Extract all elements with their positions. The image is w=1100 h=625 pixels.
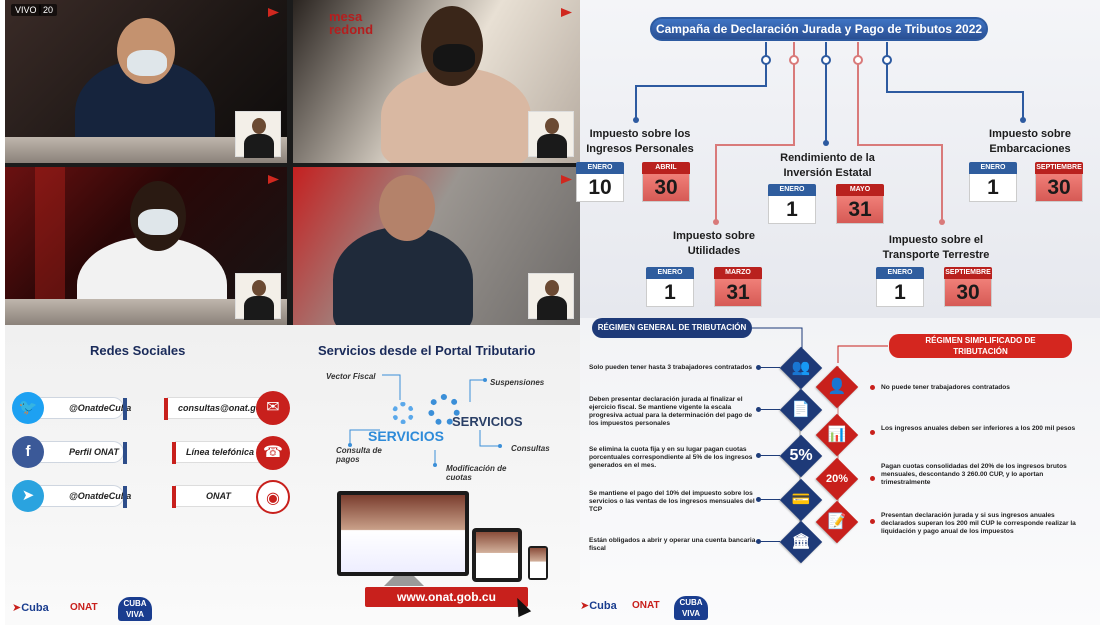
sign-language-interpreter	[528, 111, 574, 158]
general-regime-title: RÉGIMEN GENERAL DE TRIBUTACIÓN	[592, 318, 752, 338]
brand-cuba-right: ➤Cuba	[580, 600, 617, 612]
percent-icon: 5%	[789, 447, 813, 464]
video-tile-3[interactable]	[5, 167, 287, 325]
telegram-icon[interactable]: ➤	[12, 480, 44, 512]
portal-phone-preview	[528, 546, 548, 580]
services-title: Servicios desde el Portal Tributario	[318, 343, 536, 358]
face-mask	[138, 209, 178, 235]
brand-onat: ONAT	[70, 602, 98, 613]
simplified-item-3: Pagan cuotas consolidadas del 20% de los…	[881, 463, 1067, 486]
channel-logo-icon	[268, 8, 279, 17]
general-item-2: Deben presentar declaración jurada al fi…	[589, 396, 753, 427]
services-connectors	[348, 374, 502, 467]
simplified-item-1: No puede tener trabajadores contratados	[881, 384, 1010, 391]
general-item-3: Se elimina la cuota fija y en su lugar p…	[589, 446, 753, 469]
speaker-head	[379, 175, 435, 241]
video-tile-1[interactable]	[5, 0, 287, 163]
brand-onat-right: ONAT	[632, 600, 660, 611]
portal-tablet-preview	[472, 528, 522, 582]
services-word-small: SERVICIOS	[452, 414, 523, 429]
timeline-connectors	[633, 42, 1026, 225]
payment-icon: 💳	[791, 491, 811, 508]
social-item-twitter[interactable]: @OnatdeCuba	[30, 397, 131, 420]
contact-email[interactable]: consultas@onat.gob.cu	[164, 397, 280, 420]
declaration-icon: 📝	[827, 513, 847, 530]
channel-logo-icon	[561, 8, 572, 17]
service-consulta-pagos[interactable]: Consulta de pagos	[336, 446, 382, 464]
social-item-facebook[interactable]: Perfil ONAT	[30, 441, 127, 464]
view-count: 20	[39, 4, 58, 16]
face-mask	[127, 50, 167, 76]
twitter-icon[interactable]: 🐦	[12, 392, 44, 424]
video-tile-4[interactable]	[293, 167, 580, 325]
bank-icon: 🏛	[791, 533, 811, 550]
campaign-title: Campaña de Declaración Jurada y Pago de …	[650, 17, 988, 41]
social-title: Redes Sociales	[90, 343, 186, 358]
general-item-4: Se mantiene el pago del 10% del impuesto…	[589, 490, 755, 513]
channel-logo-icon	[561, 175, 572, 184]
sign-language-interpreter	[235, 273, 281, 320]
speaker-body	[333, 227, 473, 325]
document-icon: 📄	[791, 401, 811, 418]
general-item-1: Solo pueden tener hasta 3 trabajadores c…	[589, 364, 753, 371]
simplified-item-4: Presentan declaración jurada y si sus in…	[881, 512, 1076, 535]
no-workers-icon: 👤	[827, 378, 847, 395]
general-item-5: Están obligados a abrir y operar una cue…	[589, 537, 756, 552]
service-modificacion-cuotas[interactable]: Modificación de cuotas	[446, 464, 507, 482]
contact-phone[interactable]: Línea telefónica	[172, 441, 263, 464]
channel-logo-icon	[268, 175, 279, 184]
face-mask	[433, 44, 475, 72]
percent-20-icon: 20%	[825, 473, 849, 485]
portal-url-button[interactable]: www.onat.gob.cu	[365, 587, 528, 607]
chart-icon: 📊	[827, 426, 847, 443]
social-item-telegram[interactable]: @OnatdeCuba	[30, 485, 131, 508]
facebook-icon[interactable]: f	[12, 436, 44, 468]
service-suspensiones[interactable]: Suspensiones	[490, 378, 545, 387]
onat-logo-icon[interactable]: ◉	[256, 480, 290, 514]
gear-icon	[428, 394, 460, 426]
contact-onat[interactable]: ONAT	[172, 485, 263, 508]
email-icon[interactable]: ✉	[256, 391, 290, 425]
campaign-infographic: Campaña de Declaración Jurada y Pago de …	[576, 0, 1100, 318]
brand-cuba: ➤Cuba	[12, 602, 49, 614]
live-badge: VIVO	[11, 4, 41, 16]
service-vector-fiscal[interactable]: Vector Fiscal	[326, 372, 376, 381]
portal-monitor-preview	[337, 491, 469, 576]
sign-language-interpreter	[235, 111, 281, 158]
sign-language-interpreter	[528, 273, 574, 320]
phone-icon[interactable]: ☎	[256, 436, 290, 470]
simplified-item-2: Los ingresos anuales deben ser inferiore…	[881, 425, 1076, 432]
services-word-big: SERVICIOS	[368, 428, 444, 444]
service-consultas[interactable]: Consultas	[511, 444, 550, 453]
workers-icon: 👥	[791, 359, 811, 376]
gear-small-icon	[392, 402, 414, 424]
